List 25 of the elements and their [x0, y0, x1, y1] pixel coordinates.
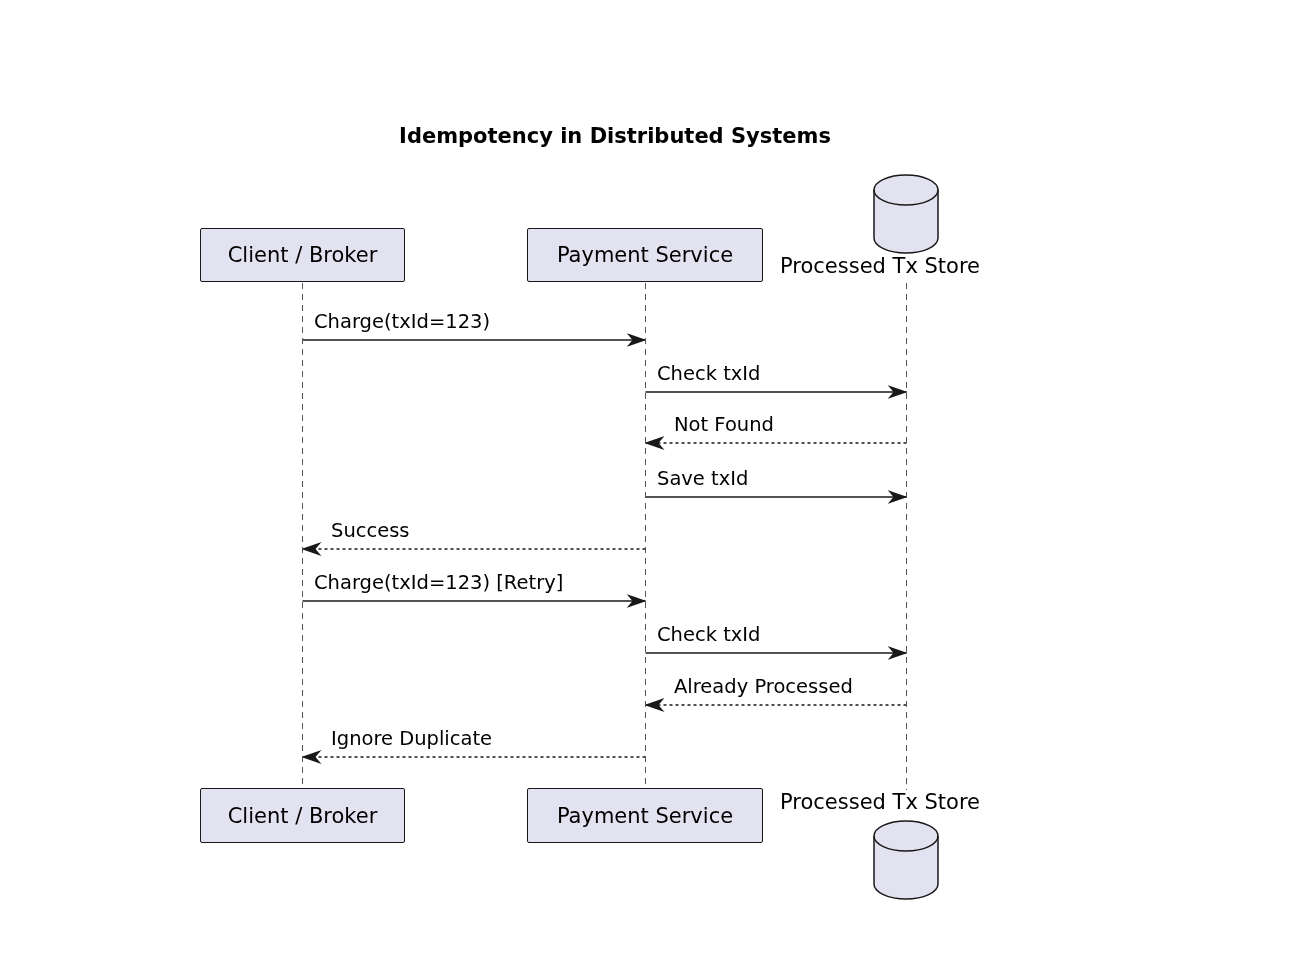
message-arrow: [644, 646, 908, 660]
return-arrow: [644, 436, 908, 450]
participant-label: Payment Service: [556, 243, 734, 267]
participant-box: [527, 228, 763, 282]
lifeline: [906, 283, 907, 790]
participant-box: [200, 228, 405, 282]
return-arrow: [301, 750, 647, 764]
return-arrow: [301, 542, 647, 556]
message-arrow: [644, 490, 908, 504]
edge-label: Ignore Duplicate: [330, 728, 494, 750]
message-arrow: [301, 333, 647, 347]
message-arrow: [644, 385, 908, 399]
participant-label: Payment Service: [556, 803, 734, 828]
participant-label: Client / Broker: [227, 803, 378, 828]
message-arrow: [301, 594, 647, 608]
edge-label: Already Processed: [673, 676, 854, 698]
participant-box: [200, 788, 405, 843]
diagram-title: Idempotency in Distributed Systems: [398, 124, 832, 148]
participant-box: [527, 788, 763, 843]
edge-label: Charge(txId=123) [Retry]: [313, 572, 565, 594]
edge-label: Charge(txId=123): [313, 311, 492, 333]
return-arrow: [644, 698, 908, 712]
participant-label: Processed Tx Store: [780, 254, 981, 278]
participant-label: Processed Tx Store: [780, 790, 981, 814]
participant-label: Client / Broker: [227, 243, 378, 267]
